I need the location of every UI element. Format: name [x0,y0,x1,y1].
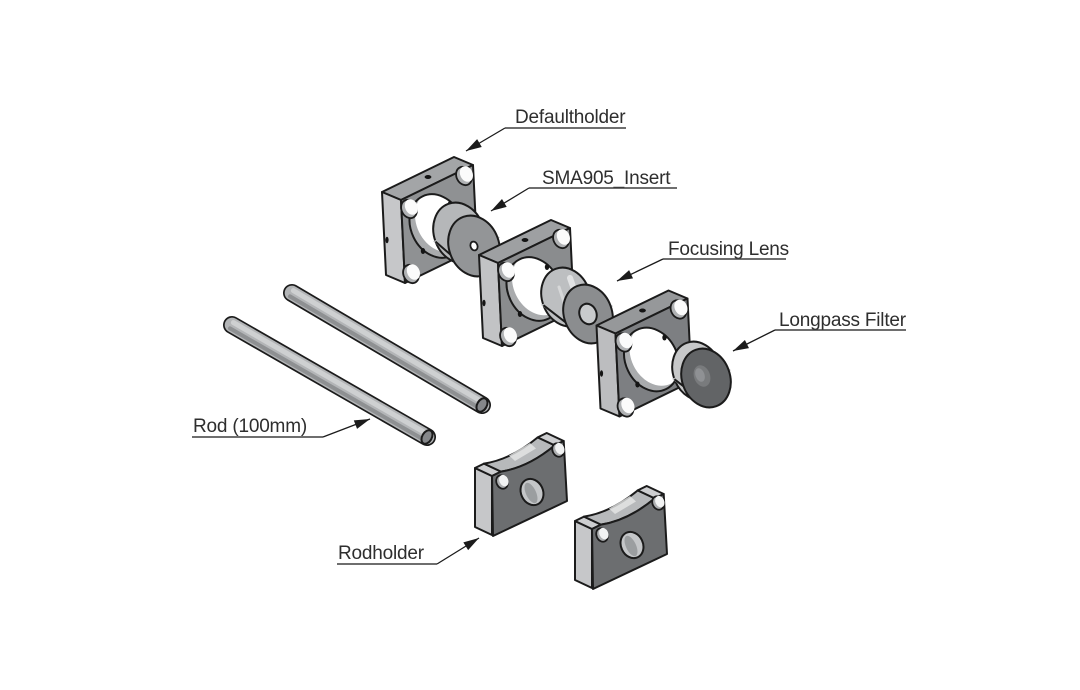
label-sma905-insert-text: SMA905_Insert [542,168,671,189]
rod-end-face [475,397,489,413]
rodholder-1-part [474,432,568,537]
label-focusing-lens: Focusing Lens [616,239,789,282]
sma905-center-bore [469,240,479,252]
label-defaultholder: Defaultholder [465,107,626,152]
rod-1-part [283,284,491,414]
leader-line [465,127,506,152]
rodholder-2-part [574,485,668,590]
label-rod-text: Rod (100mm) [193,416,307,437]
label-rodholder-text: Rodholder [338,543,425,564]
lens-center-surface [578,302,598,326]
label-longpass-filter-text: Longpass Filter [779,310,907,331]
label-sma905-insert: SMA905_Insert [490,168,677,212]
label-focusing-lens-text: Focusing Lens [668,239,789,260]
label-rod: Rod (100mm) [192,416,371,438]
label-longpass-filter: Longpass Filter [732,310,907,352]
label-rodholder: Rodholder [337,537,480,565]
leader-line [436,537,480,565]
leader-line [616,258,664,282]
rod-2-part [223,316,436,446]
sma905-insert-part [432,201,501,278]
rod-end-face [420,429,434,445]
leader-line [322,418,371,438]
leader-line [732,329,776,352]
leader-line [490,187,530,212]
label-defaultholder-text: Defaultholder [515,107,626,128]
longpass-filter-part [671,340,732,409]
